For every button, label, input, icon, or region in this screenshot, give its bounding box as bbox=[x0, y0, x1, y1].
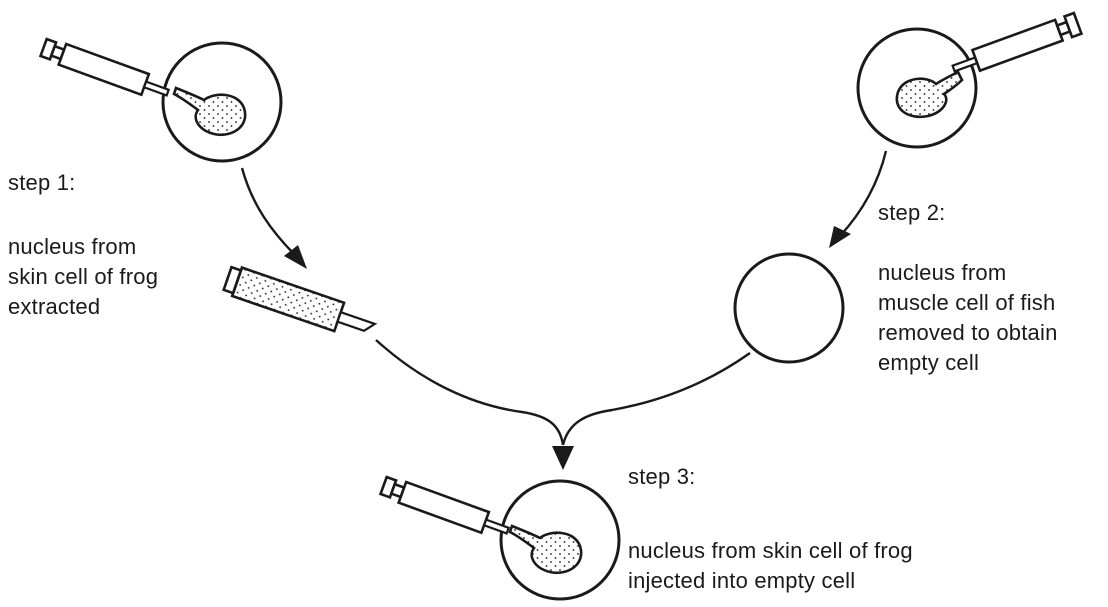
step1-line: skin cell of frog bbox=[8, 262, 158, 292]
arrow-icon bbox=[552, 446, 574, 470]
step3-line: injected into empty cell bbox=[628, 566, 913, 596]
step2-line: empty cell bbox=[878, 348, 1058, 378]
step1-label: step 1: bbox=[8, 168, 75, 198]
step1-line: extracted bbox=[8, 292, 158, 322]
fish-muscle-cell-group bbox=[858, 13, 1081, 147]
syringe-icon bbox=[380, 475, 512, 541]
arrow-icon bbox=[242, 168, 307, 269]
step2-description: nucleus from muscle cell of fish removed… bbox=[878, 258, 1058, 378]
frog-skin-cell-group bbox=[40, 37, 281, 161]
merge-connector bbox=[376, 340, 750, 470]
step1-description: nucleus from skin cell of frog extracted bbox=[8, 232, 158, 322]
syringe-icon bbox=[40, 37, 172, 103]
step3-description: nucleus from skin cell of frog injected … bbox=[628, 536, 913, 596]
step2-line: removed to obtain bbox=[878, 318, 1058, 348]
step2-label: step 2: bbox=[878, 198, 945, 228]
step1-heading: step 1: bbox=[8, 168, 75, 198]
step2-line: nucleus from bbox=[878, 258, 1058, 288]
empty-cell-icon bbox=[735, 254, 843, 362]
step3-heading: step 3: bbox=[628, 462, 695, 492]
step3-line: nucleus from skin cell of frog bbox=[628, 536, 913, 566]
step1-line: nucleus from bbox=[8, 232, 158, 262]
injection-cell-group bbox=[380, 475, 619, 599]
extracted-nucleus-syringe-icon bbox=[223, 264, 378, 343]
step2-line: muscle cell of fish bbox=[878, 288, 1058, 318]
step3-label: step 3: bbox=[628, 462, 695, 492]
step2-heading: step 2: bbox=[878, 198, 945, 228]
